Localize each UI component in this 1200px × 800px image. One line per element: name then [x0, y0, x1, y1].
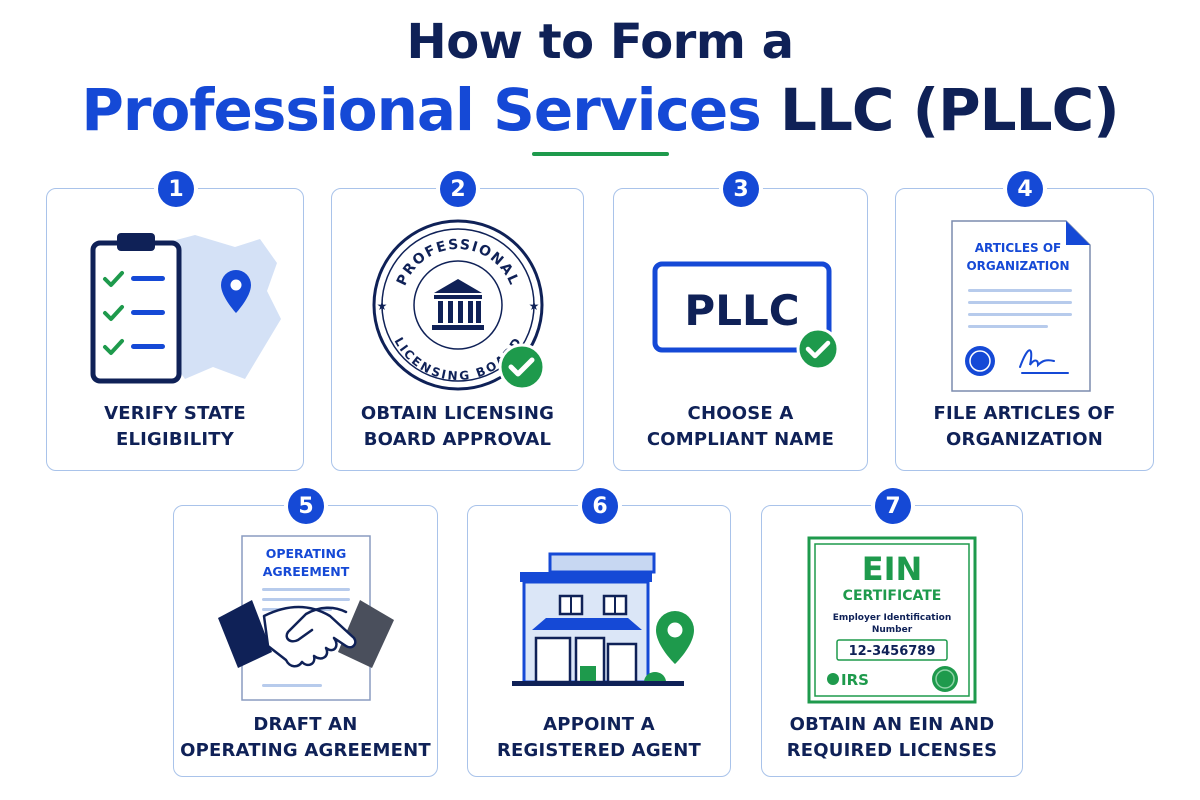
title-rest: LLC (PLLC): [779, 76, 1120, 144]
operating-title-2: AGREEMENT: [263, 564, 350, 579]
title-divider: [532, 152, 669, 156]
handshake-agreement-icon: OPERATING AGREEMENT: [218, 535, 394, 701]
articles-document-icon: ARTICLES OF ORGANIZATION: [951, 220, 1091, 392]
licensing-seal-icon: PROFESSIONAL LICENSING BOARD ★ ★: [372, 219, 546, 391]
step-number-badge-3: 3: [723, 171, 759, 207]
articles-title-2: ORGANIZATION: [966, 259, 1069, 273]
clipboard-map-icon: [90, 233, 281, 384]
svg-text:★: ★: [529, 299, 540, 313]
step-card-5: 5 OPERATING AGREEMENT DRAFT AN OPERATING…: [173, 488, 438, 777]
step-caption-4: FILE ARTICLES OF ORGANIZATION: [933, 403, 1116, 450]
cert-issuer: IRS: [841, 671, 869, 689]
pllc-text: PLLC: [684, 286, 799, 335]
operating-title-1: OPERATING: [266, 546, 347, 561]
step-number-badge-2: 2: [440, 171, 476, 207]
articles-title-1: ARTICLES OF: [975, 241, 1062, 255]
title-line-1: How to Form a: [406, 14, 794, 70]
step-caption-3: CHOOSE A COMPLIANT NAME: [646, 403, 835, 450]
step-number-badge-7: 7: [875, 488, 911, 524]
cert-desc-1: Employer Identification: [833, 613, 952, 623]
title-highlight: Professional Services: [81, 76, 761, 144]
svg-text:★: ★: [377, 299, 388, 313]
pllc-name-icon: PLLC: [652, 261, 840, 371]
step-caption-5: DRAFT AN OPERATING AGREEMENT: [180, 714, 431, 761]
cert-subtitle: CERTIFICATE: [843, 588, 942, 604]
step-card-4: 4 ARTICLES OF ORGANIZATION FILE ARTICLES…: [895, 171, 1154, 471]
step-card-3: 3 PLLC CHOOSE A COMPLIANT NAME: [613, 171, 868, 471]
ein-certificate-icon: EIN CERTIFICATE Employer Identification …: [807, 536, 977, 704]
step-number-badge-4: 4: [1007, 171, 1043, 207]
title-line-2: Professional Services LLC (PLLC): [0, 76, 1200, 144]
step-card-6: 6 APPOINT A REGISTERED AGENT: [467, 488, 731, 777]
step-number-badge-1: 1: [158, 171, 194, 207]
step-caption-1: VERIFY STATE ELIGIBILITY: [104, 403, 246, 450]
cert-number: 12-3456789: [849, 644, 936, 659]
step-caption-7: OBTAIN AN EIN AND REQUIRED LICENSES: [786, 714, 998, 761]
step-caption-6: APPOINT A REGISTERED AGENT: [496, 714, 702, 761]
step-number-badge-5: 5: [288, 488, 324, 524]
step-card-7: 7 EIN CERTIFICATE Employer Identificatio…: [761, 488, 1023, 777]
step-card-2: 2 PROFESSIONAL LICENSING BOARD ★ ★ OBTAI…: [331, 171, 584, 471]
cert-title: EIN: [862, 550, 923, 588]
registered-agent-office-icon: [512, 552, 694, 686]
cert-desc-2: Number: [872, 625, 913, 635]
step-caption-2: OBTAIN LICENSING BOARD APPROVAL: [360, 403, 555, 450]
step-number-badge-6: 6: [582, 488, 618, 524]
step-card-1: 1 VERIFY STATE ELIGIBILITY: [46, 171, 304, 471]
